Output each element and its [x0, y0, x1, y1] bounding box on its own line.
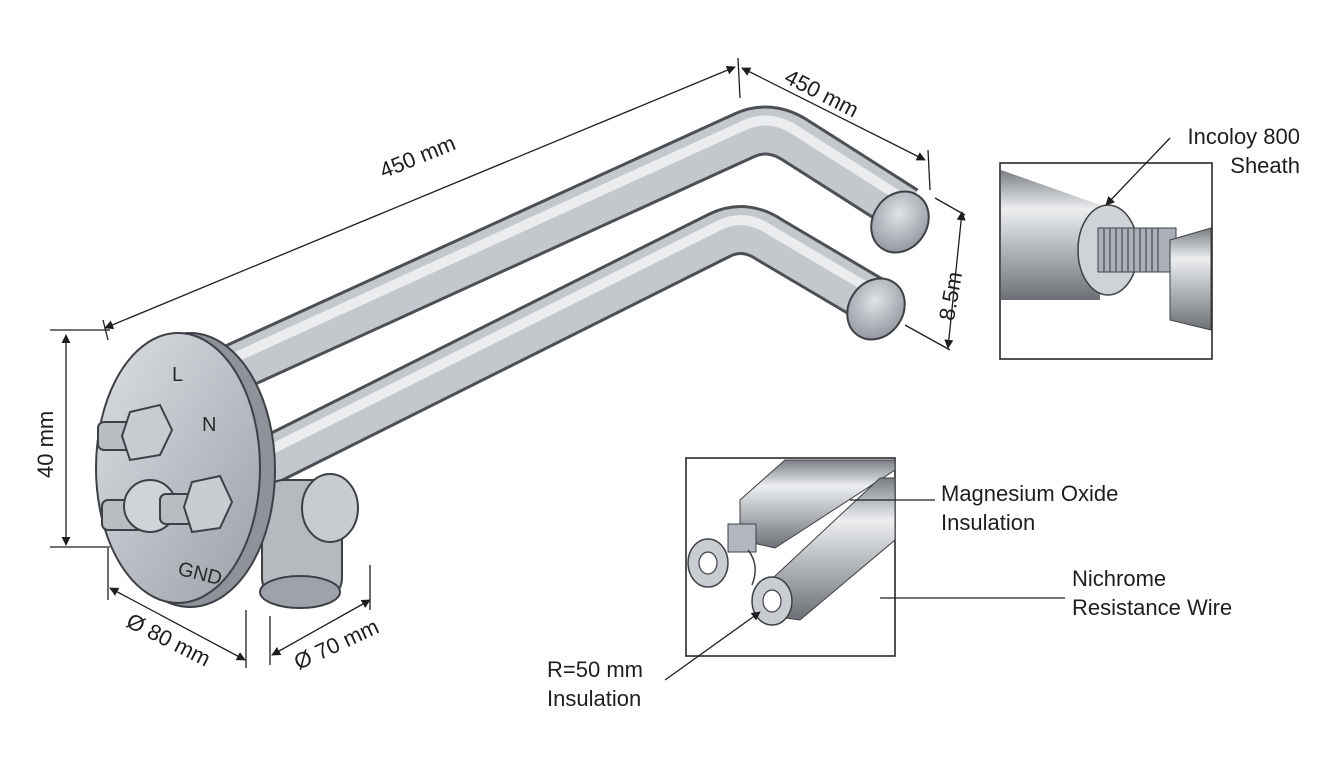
callout-bend-radius-line-1: R=50 mm: [547, 657, 643, 682]
callout-magnesium-oxide: Magnesium Oxide Insulation: [941, 481, 1118, 536]
callout-sheath-line-2: Sheath: [1230, 153, 1300, 179]
callout-bend-radius: R=50 mm Insulation: [547, 657, 643, 712]
dimension-height: 40 mm: [33, 410, 58, 478]
upper-tube: [214, 105, 930, 395]
callout-nichrome-wire-line-2: Resistance Wire: [1072, 595, 1233, 621]
flange-disk: [95, 332, 276, 608]
elbow-fitting: [259, 473, 359, 609]
callout-magnesium-oxide-line-2: Insulation: [941, 510, 1036, 536]
callout-nichrome-wire-line-1: Nichrome: [1072, 566, 1167, 591]
terminal-stud-line: [97, 403, 174, 462]
callout-sheath: Incoloy 800 Sheath: [1160, 124, 1300, 179]
terminal-label-neutral: N: [202, 414, 217, 436]
callout-magnesium-oxide-line-1: Magnesium Oxide: [941, 481, 1119, 506]
detail-inset-sheath: [999, 137, 1213, 360]
dimension-lines: [50, 57, 966, 668]
terminal-stud-neutral: [159, 474, 234, 534]
callout-bend-radius-line-2: Insulation: [547, 686, 642, 712]
terminal-label-line: L: [172, 364, 184, 386]
callout-sheath-line-1: Incoloy 800: [1187, 124, 1300, 149]
lower-tube: [248, 205, 906, 488]
detail-inset-cross-section: [664, 457, 1065, 681]
callout-nichrome-wire: Nichrome Resistance Wire: [1072, 566, 1232, 621]
